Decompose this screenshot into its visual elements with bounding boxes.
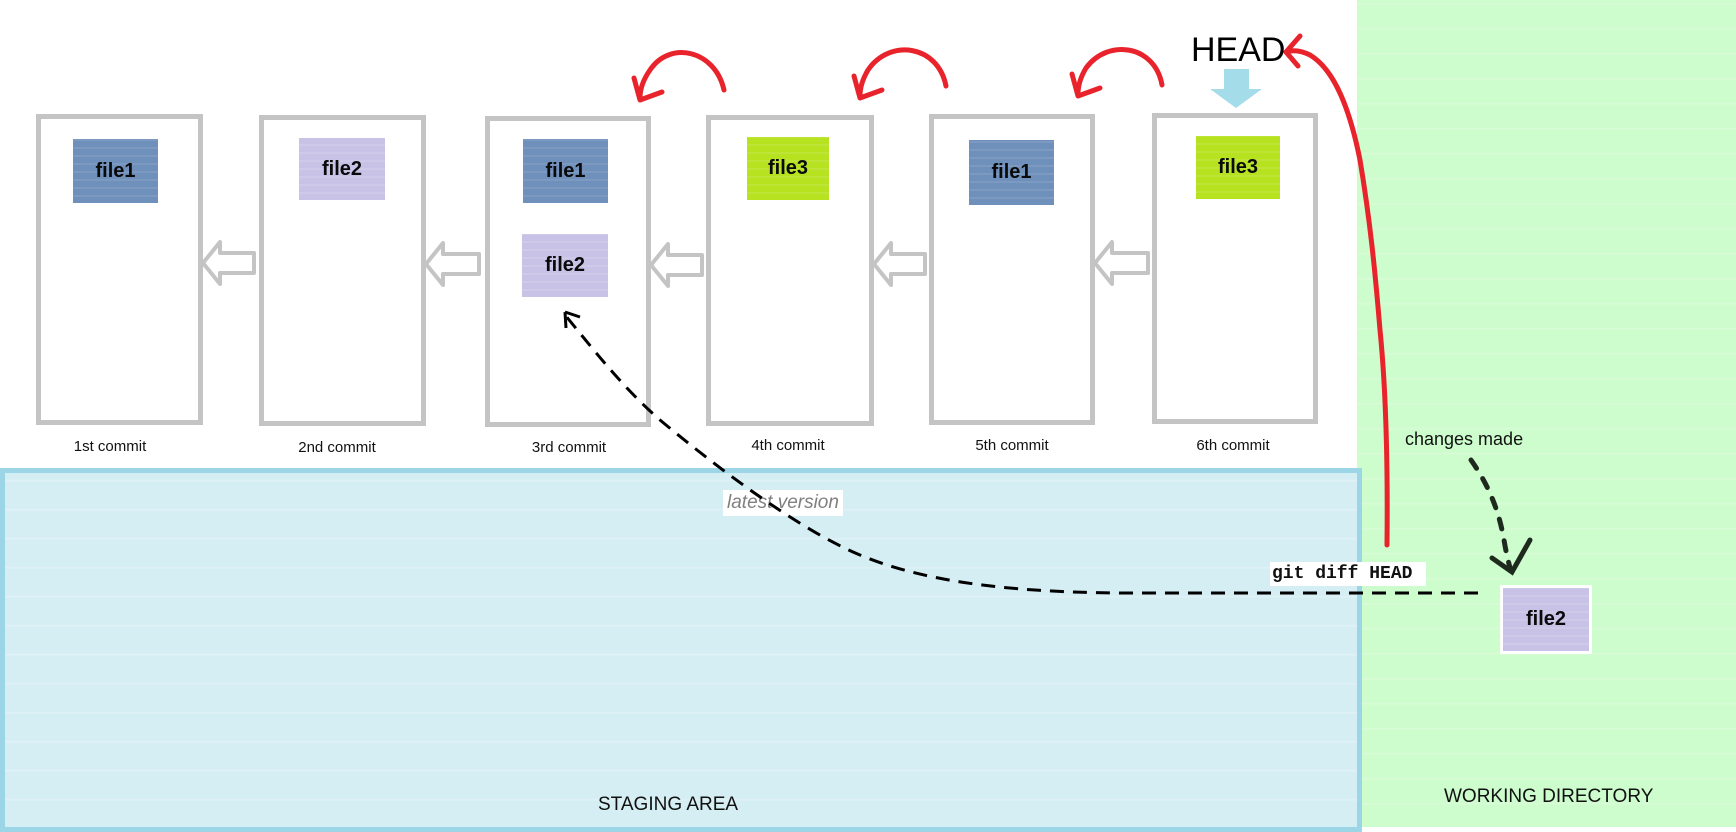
commit-2-file2: file2 xyxy=(299,138,385,200)
parent-arrow-icon-5-4 xyxy=(872,241,927,287)
commit-label-1: 1st commit xyxy=(73,438,147,455)
parent-arrow-icon-3-2 xyxy=(424,241,481,287)
commit-label-2: 2nd commit xyxy=(298,439,376,456)
parent-arrow-icon-6-5 xyxy=(1093,240,1150,286)
latest-version-label: latest version xyxy=(723,490,843,516)
head-label: HEAD xyxy=(1191,31,1286,69)
staging-area-label: STAGING AREA xyxy=(598,794,739,815)
commit-4-file3: file3 xyxy=(747,137,829,200)
commit-3-file1: file1 xyxy=(523,139,608,203)
commit-label-4: 4th commit xyxy=(751,437,825,454)
working-directory-label: WORKING DIRECTORY xyxy=(1444,786,1654,807)
red-curved-arrow-head-icon-2 xyxy=(851,73,885,101)
red-curved-arrow-head-icon-1 xyxy=(631,75,665,103)
git-diff-head-label: git diff HEAD xyxy=(1270,562,1427,586)
commit-label-3: 3rd commit xyxy=(531,439,607,456)
changes-made-label: changes made xyxy=(1405,429,1524,449)
red-curved-arrow-head-icon-3 xyxy=(1069,71,1103,99)
parent-arrow-icon-4-3 xyxy=(649,242,704,288)
parent-arrow-icon-2-1 xyxy=(201,240,256,286)
staging-area xyxy=(0,468,1362,832)
commit-label-5: 5th commit xyxy=(975,437,1049,454)
commit-1-file1: file1 xyxy=(73,139,158,203)
commit-6-file3: file3 xyxy=(1196,136,1280,199)
commit-5-file1: file1 xyxy=(969,140,1054,205)
red-curved-arrow-icon-2 xyxy=(857,47,949,99)
working-directory-area xyxy=(1357,0,1736,827)
commit-3-file2: file2 xyxy=(522,234,608,297)
red-curved-arrow-icon-1 xyxy=(637,50,727,101)
head-pointer-arrow-icon xyxy=(1210,69,1262,108)
red-curved-arrow-icon-3 xyxy=(1075,46,1165,97)
commit-label-6: 6th commit xyxy=(1196,437,1270,454)
working-dir-file2: file2 xyxy=(1500,585,1592,654)
red-head-arrow-tip-icon xyxy=(1283,33,1303,69)
